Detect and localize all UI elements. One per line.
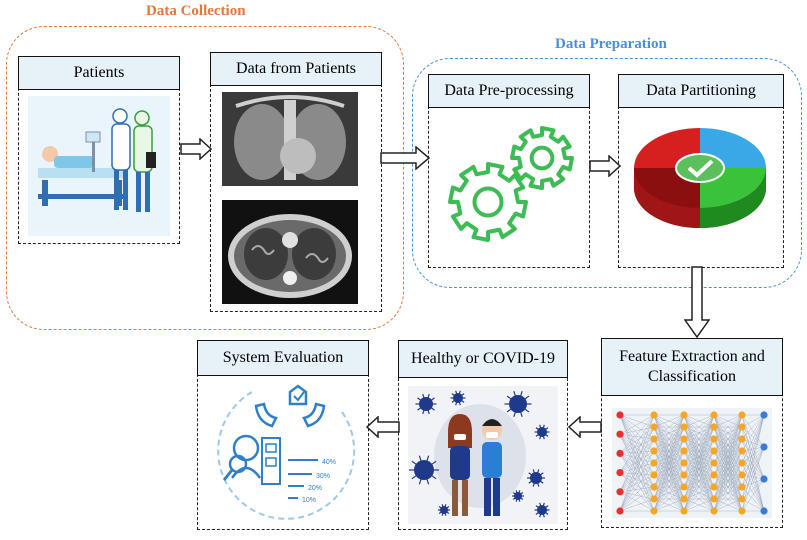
nn-node bbox=[680, 483, 688, 491]
nn-node bbox=[680, 507, 688, 515]
nn-node bbox=[738, 471, 746, 479]
nn-node bbox=[680, 423, 688, 431]
arrow-preprocessing-to-partitioning bbox=[589, 155, 621, 177]
arrow-partitioning-to-feature bbox=[684, 266, 710, 338]
arrow-feature-to-healthy bbox=[568, 416, 602, 438]
nn-node bbox=[680, 495, 688, 503]
nn-node bbox=[710, 459, 718, 467]
nn-node bbox=[710, 447, 718, 455]
nn-node bbox=[650, 471, 658, 479]
virus-icon bbox=[409, 455, 439, 485]
nn-node bbox=[710, 495, 718, 503]
arrow-healthy-to-evaluation bbox=[366, 416, 400, 438]
nn-node bbox=[738, 447, 746, 455]
data-from-patients-label: Data from Patients bbox=[210, 52, 382, 86]
nn-node bbox=[738, 507, 746, 515]
data-collection-title: Data Collection bbox=[146, 3, 246, 19]
virus-icon bbox=[527, 469, 545, 487]
data-collection-group bbox=[6, 26, 404, 330]
nn-node bbox=[650, 435, 658, 443]
eval-bar-label-3: 20% bbox=[308, 485, 322, 492]
nn-node bbox=[650, 411, 658, 419]
virus-icon bbox=[534, 424, 550, 440]
neural-network-icon bbox=[612, 408, 772, 518]
preprocessing-label: Data Pre-processing bbox=[428, 74, 590, 108]
nn-node bbox=[616, 430, 624, 438]
nn-node bbox=[760, 443, 768, 451]
nn-node bbox=[680, 435, 688, 443]
nn-node bbox=[650, 423, 658, 431]
nn-node bbox=[760, 507, 768, 515]
nn-node bbox=[710, 471, 718, 479]
nn-node bbox=[710, 435, 718, 443]
nn-node bbox=[680, 411, 688, 419]
virus-icon bbox=[415, 393, 437, 415]
nn-node bbox=[680, 471, 688, 479]
nn-node bbox=[650, 483, 658, 491]
large-gear-icon bbox=[448, 162, 528, 242]
people-virus-illustration bbox=[408, 386, 558, 524]
nn-node bbox=[616, 507, 624, 515]
arrow-patients-to-data bbox=[180, 138, 212, 160]
patient-illustration bbox=[28, 96, 170, 236]
chest-ct-image bbox=[222, 200, 358, 304]
gears-icon bbox=[448, 126, 574, 242]
nn-node bbox=[738, 483, 746, 491]
partitioning-label: Data Partitioning bbox=[618, 74, 784, 108]
nn-node bbox=[710, 483, 718, 491]
feature-extraction-label: Feature Extraction and Classification bbox=[601, 338, 783, 396]
nn-node bbox=[616, 411, 624, 419]
data-preparation-group bbox=[412, 58, 802, 288]
virus-icon bbox=[438, 504, 450, 516]
nn-node bbox=[650, 507, 658, 515]
virus-icon bbox=[512, 490, 524, 502]
nn-node bbox=[738, 423, 746, 431]
nn-node bbox=[710, 507, 718, 515]
nn-node bbox=[760, 411, 768, 419]
nn-node bbox=[616, 449, 624, 457]
nn-node bbox=[738, 411, 746, 419]
virus-icon bbox=[534, 502, 550, 518]
nn-node bbox=[680, 447, 688, 455]
nn-node bbox=[650, 447, 658, 455]
system-evaluation-label: System Evaluation bbox=[197, 340, 369, 376]
nn-node bbox=[650, 495, 658, 503]
pie-chart-check-icon bbox=[634, 128, 766, 228]
nn-node bbox=[710, 423, 718, 431]
virus-icon bbox=[504, 390, 532, 418]
small-gear-icon bbox=[510, 126, 574, 190]
eval-bar-label-4: 10% bbox=[302, 497, 316, 504]
nn-node bbox=[680, 459, 688, 467]
nn-node bbox=[738, 495, 746, 503]
eval-bar-label-2: 30% bbox=[316, 473, 330, 480]
nn-node bbox=[616, 469, 624, 477]
data-preparation-title: Data Preparation bbox=[555, 36, 667, 52]
nn-node bbox=[738, 435, 746, 443]
nn-node bbox=[760, 475, 768, 483]
nn-node bbox=[710, 411, 718, 419]
healthy-covid-label: Healthy or COVID-19 bbox=[398, 340, 568, 378]
arrow-data-to-preprocessing bbox=[380, 146, 430, 170]
chest-xray-image bbox=[222, 92, 358, 186]
nn-node bbox=[616, 488, 624, 496]
nn-node bbox=[738, 459, 746, 467]
nn-node bbox=[650, 459, 658, 467]
eval-bar-label-1: 40% bbox=[322, 459, 336, 466]
patients-label: Patients bbox=[18, 56, 180, 90]
evaluation-report-icon: 40% 30% 20% 10% bbox=[217, 384, 356, 520]
virus-icon bbox=[450, 390, 466, 406]
